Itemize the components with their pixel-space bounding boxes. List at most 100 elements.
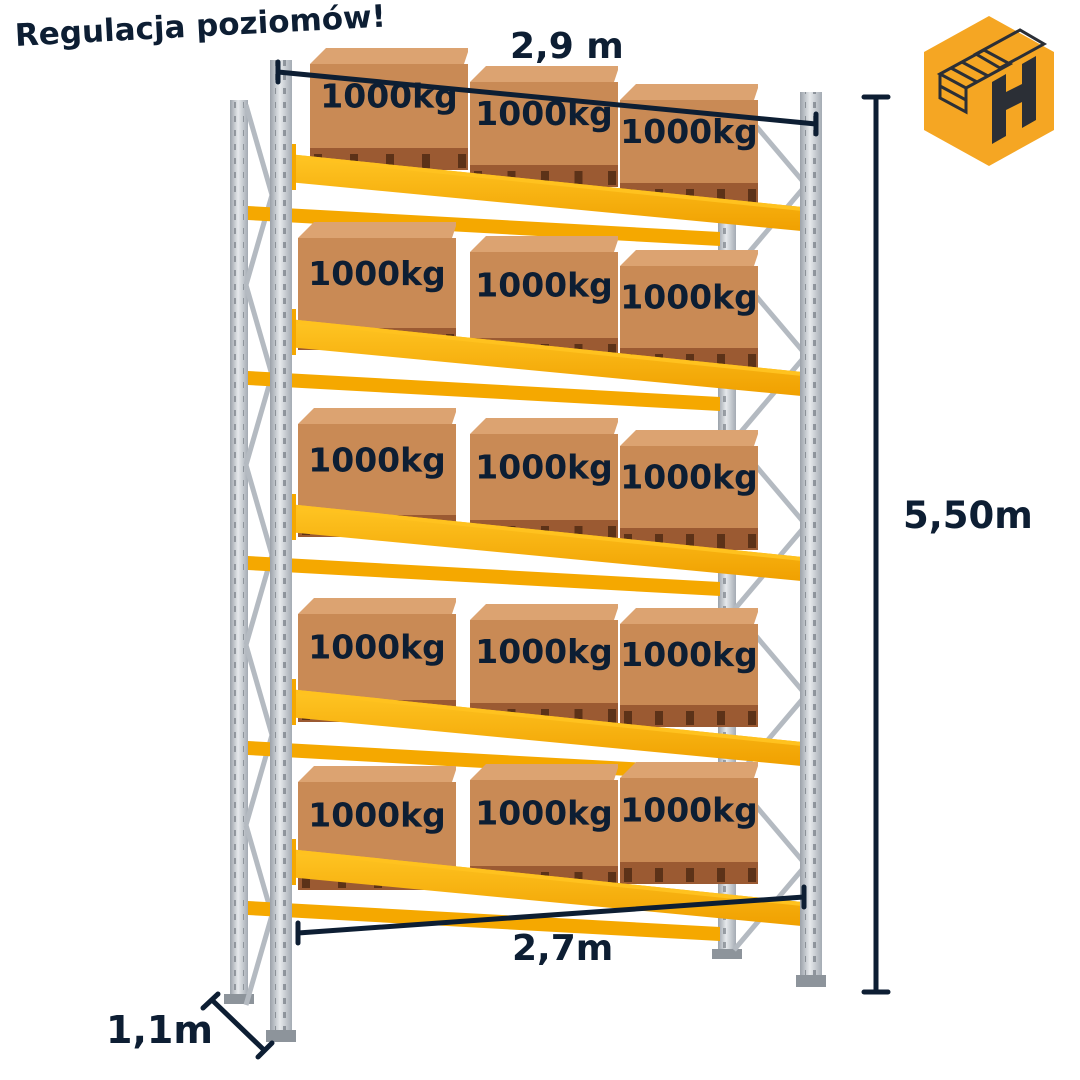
dimension-width-line xyxy=(275,69,819,127)
pallet-block xyxy=(717,868,725,882)
front-upright-foot xyxy=(796,975,826,987)
pallet-load: 1000kg xyxy=(620,762,758,884)
rear-upright-holes xyxy=(234,100,244,1000)
front-beam-highlight xyxy=(288,504,812,562)
load-label: 1000kg xyxy=(308,254,445,293)
carton-box-top xyxy=(310,48,468,64)
pallet-block xyxy=(608,171,616,185)
pallet-block xyxy=(748,711,756,725)
dimension-beam-length-line xyxy=(295,894,807,936)
pallet-block xyxy=(386,154,394,168)
bracing-diagonal xyxy=(243,374,275,466)
carton-box-top xyxy=(298,408,456,424)
pallet-block xyxy=(686,868,694,882)
dimension-depth-tick xyxy=(255,1040,275,1060)
carton-box xyxy=(470,780,618,866)
bracing-diagonal xyxy=(243,644,275,736)
pallet-block xyxy=(748,189,756,203)
carton-box xyxy=(620,624,758,705)
pallet-block xyxy=(717,189,725,203)
carton-box-top xyxy=(620,762,758,778)
load-label: 1000kg xyxy=(475,448,612,487)
carton-box xyxy=(620,266,758,348)
carton-box-top xyxy=(470,604,618,620)
carton-box-top xyxy=(620,84,758,100)
carton-box xyxy=(470,252,618,338)
dimension-depth-line xyxy=(209,997,267,1053)
pallet-block xyxy=(748,354,756,368)
pallet-block xyxy=(624,711,632,725)
pallet-load: 1000kg xyxy=(470,418,618,542)
pallet-load: 1000kg xyxy=(620,84,758,205)
pallet-block xyxy=(608,526,616,540)
dimension-height-label: 5,50m xyxy=(903,494,1033,537)
carton-box xyxy=(298,238,456,328)
load-label: 1000kg xyxy=(475,794,612,833)
rear-upright-foot xyxy=(224,994,254,1004)
pallet-block xyxy=(686,534,694,548)
front-upright-holes xyxy=(275,60,287,1040)
carton-box xyxy=(620,446,758,528)
carton-box-top xyxy=(298,222,456,238)
carton-box xyxy=(470,434,618,520)
pallet-block xyxy=(541,171,549,185)
pallet-block xyxy=(608,709,616,723)
carton-box xyxy=(620,778,758,862)
carton-box-top xyxy=(470,764,618,780)
carton-box-top xyxy=(298,598,456,614)
bracing-diagonal xyxy=(243,284,275,376)
pallet-block xyxy=(574,709,583,723)
carton-box xyxy=(298,424,456,515)
carton-box-top xyxy=(470,66,618,82)
pallet-load: 1000kg xyxy=(620,608,758,727)
pallet-load: 1000kg xyxy=(470,764,618,888)
hexagon-h-logo-icon xyxy=(924,16,1054,166)
carton-box-top xyxy=(470,236,618,252)
front-beam-highlight xyxy=(288,154,812,212)
pallet-block xyxy=(574,526,583,540)
pallet-block xyxy=(655,711,663,725)
pallet-block xyxy=(608,872,616,886)
bracing-diagonal xyxy=(732,353,808,442)
pallet-load: 1000kg xyxy=(310,48,468,170)
pallet-block xyxy=(422,154,430,168)
pallet-load: 1000kg xyxy=(620,430,758,550)
dimension-depth-tick xyxy=(200,991,221,1011)
bracing-diagonal xyxy=(243,104,275,196)
pallet-load: 1000kg xyxy=(470,66,618,187)
load-label: 1000kg xyxy=(620,458,757,497)
carton-box-top xyxy=(620,250,758,266)
pallet-block xyxy=(748,868,756,882)
pallet-block xyxy=(574,171,583,185)
load-label: 1000kg xyxy=(620,791,757,830)
carton-box-top xyxy=(620,430,758,446)
pallet-block xyxy=(748,534,756,548)
carton-box-top xyxy=(470,418,618,434)
carton-box xyxy=(298,614,456,700)
dimension-width-label: 2,9 m xyxy=(510,26,624,67)
pallet-block xyxy=(686,711,694,725)
front-beam-highlight xyxy=(288,849,812,907)
front-beam xyxy=(288,319,812,397)
pallet-block xyxy=(655,534,663,548)
pallet-block xyxy=(717,711,725,725)
dimension-lines xyxy=(200,59,891,1060)
pallet-load: 1000kg xyxy=(470,604,618,725)
load-label: 1000kg xyxy=(475,266,612,305)
dimension-beam-length-label: 2,7m xyxy=(512,928,614,969)
front-beam xyxy=(288,689,812,767)
front-beam-highlight xyxy=(288,319,812,377)
rear-beam xyxy=(248,556,720,596)
front-upright-holes xyxy=(805,92,817,985)
pallet-block xyxy=(655,868,663,882)
load-label: 1000kg xyxy=(308,628,445,667)
pallet-block xyxy=(302,874,310,888)
front-beam-highlight xyxy=(288,689,812,747)
load-label: 1000kg xyxy=(308,796,445,835)
bracing-diagonal xyxy=(243,824,275,916)
pallet-block xyxy=(624,868,632,882)
pallet-block xyxy=(608,344,616,358)
bracing-diagonal xyxy=(243,914,275,1006)
